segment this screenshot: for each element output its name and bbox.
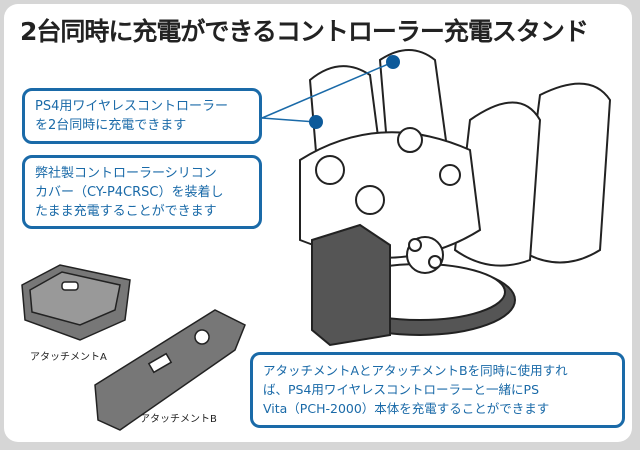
attachment-a-label: アタッチメントA [30, 352, 107, 363]
callout-text: カバー（CY-P4CRSC）を装着し [35, 185, 224, 200]
attachment-b-label: アタッチメントB [140, 414, 217, 425]
callout-text: アタッチメントAとアタッチメントBを同時に使用すれ [263, 363, 568, 378]
attachment-a-illustration [21, 264, 131, 341]
callout-pointer [261, 55, 400, 129]
charging-stand-illustration [299, 49, 612, 347]
callout-silicone-cover: 弊社製コントローラーシリコン カバー（CY-P4CRSC）を装着し たまま充電す… [22, 155, 262, 229]
callout-text: PS4用ワイヤレスコントローラー [35, 99, 228, 114]
callout-vita-charging: アタッチメントAとアタッチメントBを同時に使用すれ ば、PS4用ワイヤレスコント… [250, 352, 625, 428]
pointer-dot [309, 115, 323, 129]
callout-dual-charging: PS4用ワイヤレスコントローラー を2台同時に充電できます [22, 88, 262, 144]
callout-text: Vita（PCH-2000）本体を充電することができます [263, 401, 550, 416]
callout-text: ば、PS4用ワイヤレスコントローラーと一緒にPS [263, 382, 540, 397]
pointer-dot [386, 55, 400, 69]
attachment-b-illustration [94, 309, 246, 431]
callout-text: たまま充電することができます [35, 204, 217, 219]
page-title: 2台同時に充電ができるコントローラー充電スタンド [20, 17, 589, 46]
callout-text: を2台同時に充電できます [35, 118, 187, 133]
callout-text: 弊社製コントローラーシリコン [35, 166, 217, 181]
